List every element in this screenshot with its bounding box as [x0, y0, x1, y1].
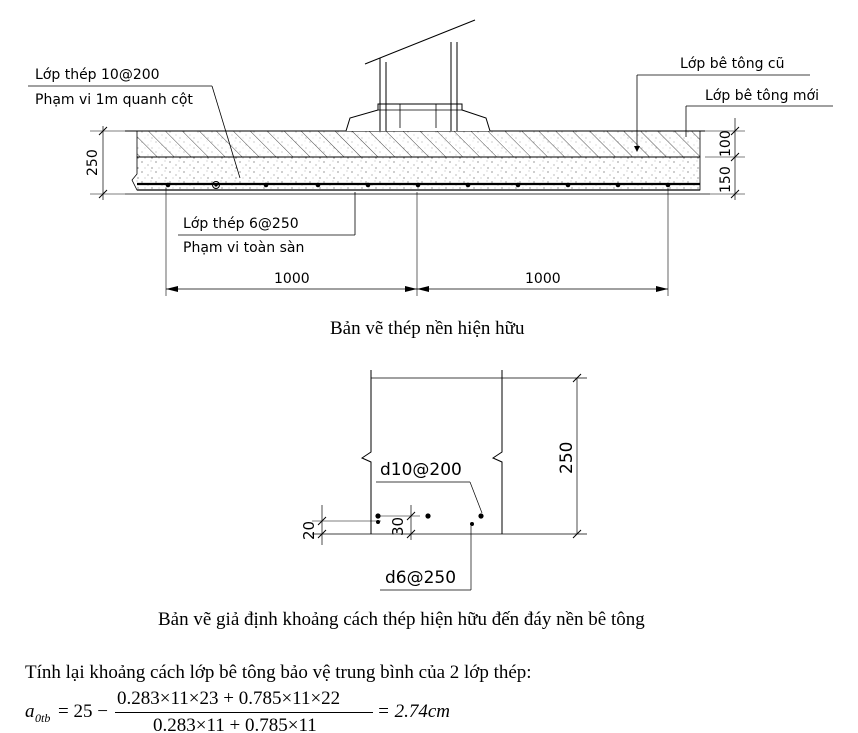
- calc-formula: a 0tb = 25 − 0.283×11×23 + 0.785×11×22 0…: [25, 688, 485, 733]
- calc-intro: Tính lại khoảng cách lớp bê tông bảo vệ …: [25, 662, 532, 683]
- dim-top: 100: [718, 130, 734, 157]
- fraction-bar: [115, 712, 373, 713]
- label-d10: d10@200: [380, 460, 462, 480]
- dim-total: 250: [85, 149, 101, 176]
- formula-lhs-sub: 0tb: [35, 711, 51, 725]
- label-rebar-bottom-2: Phạm vi toàn sàn: [183, 240, 304, 256]
- label-rebar-top-2: Phạm vi 1m quanh cột: [35, 92, 193, 108]
- figure2-detail: 250 20 30 d10@200 d6@250: [300, 370, 587, 591]
- formula-eq-prefix: = 25 −: [58, 701, 108, 722]
- formula-numerator: 0.283×11×23 + 0.785×11×22: [117, 688, 341, 709]
- dim-height: 250: [557, 442, 577, 474]
- label-rebar-top-1: Lớp thép 10@200: [35, 67, 160, 83]
- label-new-concrete: Lớp bê tông mới: [705, 88, 819, 104]
- dim-bottom: 150: [718, 166, 734, 193]
- dim-mid: 30: [389, 517, 407, 536]
- dim-span-right: 1000: [525, 271, 561, 287]
- formula-result: = 2.74cm: [377, 701, 450, 722]
- dim-left: 20: [300, 521, 318, 540]
- figure1-caption: Bản vẽ thép nền hiện hữu: [330, 318, 525, 339]
- figure2-caption: Bản vẽ giả định khoảng cách thép hiện hữ…: [158, 609, 645, 630]
- formula-lhs: a: [25, 701, 35, 722]
- label-d6: d6@250: [385, 568, 456, 588]
- figure1-annotations: Lớp thép 10@200 Phạm vi 1m quanh cột Lớp…: [28, 56, 833, 256]
- dim-span-left: 1000: [274, 271, 310, 287]
- column-base: [345, 103, 491, 132]
- figure1-dimensions: 250 100 150 1000 1000: [85, 118, 745, 296]
- figure1-slab-section: [125, 19, 710, 195]
- label-rebar-bottom-1: Lớp thép 6@250: [183, 216, 299, 232]
- label-old-concrete: Lớp bê tông cũ: [680, 56, 785, 72]
- formula-denominator: 0.283×11 + 0.785×11: [153, 715, 317, 733]
